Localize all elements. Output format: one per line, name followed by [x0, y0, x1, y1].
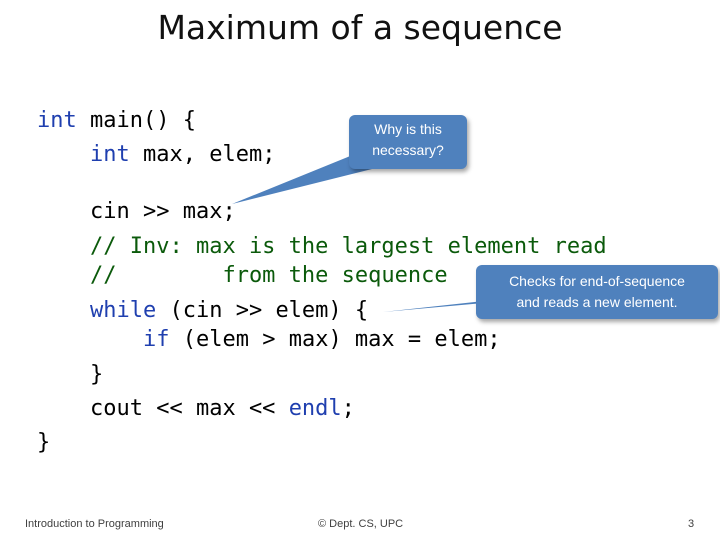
code-text: max, elem;: [129, 142, 276, 167]
code-text: (elem > max) max = elem;: [169, 327, 501, 352]
keyword: if: [143, 327, 170, 352]
slide-title: Maximum of a sequence: [157, 8, 563, 47]
callout-text: Why is this: [374, 121, 442, 137]
code-line-3: cin >> max;: [90, 199, 236, 225]
code-line-8: }: [90, 362, 103, 388]
code-line-6: while (cin >> elem) {: [90, 298, 368, 324]
code-text: cout << max <<: [90, 396, 289, 421]
code-comment: // Inv: max is the largest element read: [90, 234, 607, 259]
code-line-10: }: [37, 430, 50, 456]
keyword: int: [90, 142, 130, 167]
code-line-1: int main() {: [37, 108, 196, 134]
code-line-9: cout << max << endl;: [90, 396, 355, 422]
code-text: }: [37, 430, 51, 455]
code-text: main() {: [76, 108, 196, 133]
checks-callout: Checks for end-of-sequence and reads a n…: [476, 265, 718, 319]
callout-text: necessary?: [372, 142, 444, 158]
footer-copyright: © Dept. CS, UPC: [318, 518, 404, 530]
keyword: int: [37, 108, 77, 133]
code-text: }: [90, 362, 104, 387]
code-text: ;: [341, 396, 355, 421]
code-line-2: int max, elem;: [90, 142, 275, 168]
code-line-5: // from the sequence: [90, 263, 448, 289]
callout-text: Checks for end-of-sequence: [509, 273, 685, 289]
code-line-4: // Inv: max is the largest element read: [90, 234, 607, 260]
code-text: cin >> max;: [90, 199, 236, 224]
why-callout: Why is this necessary?: [349, 115, 467, 169]
footer-course: Introduction to Programming: [25, 518, 164, 530]
callout-text: and reads a new element.: [516, 294, 678, 310]
keyword: while: [90, 298, 157, 323]
code-comment: // from the sequence: [90, 263, 448, 288]
keyword: endl: [288, 396, 342, 421]
code-line-7: if (elem > max) max = elem;: [143, 327, 501, 353]
code-text: (cin >> elem) {: [156, 298, 369, 323]
page-number: 3: [688, 518, 695, 530]
